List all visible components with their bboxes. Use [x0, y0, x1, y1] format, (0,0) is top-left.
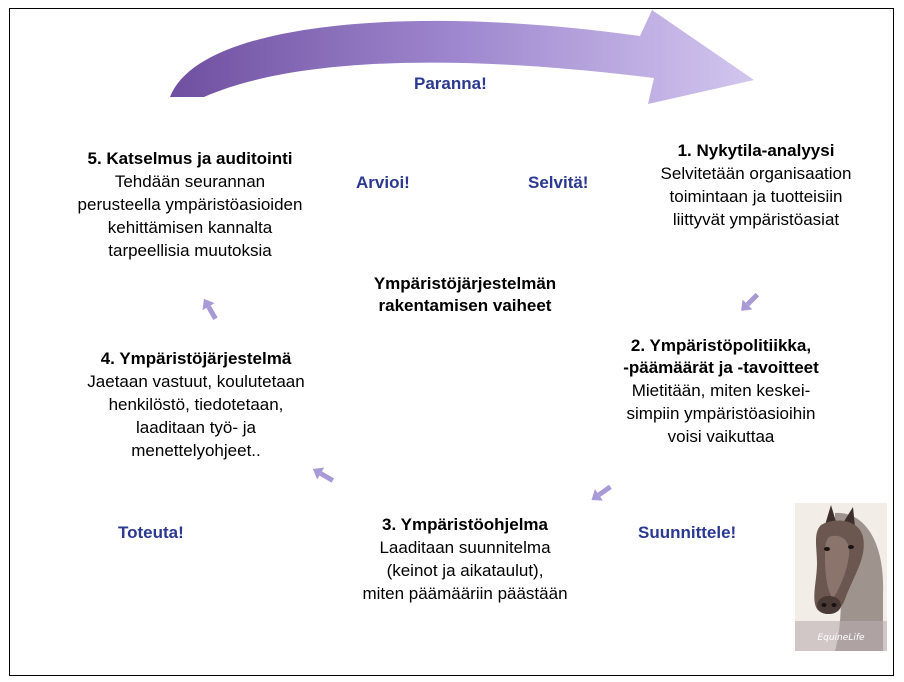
step-2-line: simpiin ympäristöasioihin: [626, 404, 816, 423]
verb-evaluate: Arvioi!: [356, 173, 410, 192]
center-title-line2: rakentamisen vaiheet: [378, 296, 552, 315]
verb-improve: Paranna!: [414, 74, 487, 93]
step-4-line: laaditaan työ- ja: [135, 418, 257, 437]
step-5-title: 5. Katselmus ja auditointi: [87, 149, 293, 168]
horse-head-icon: [795, 503, 887, 651]
step-2: 2. Ympäristöpolitiikka, -päämäärät ja -t…: [590, 335, 852, 448]
arrow-step4-to-step5: [202, 298, 218, 321]
center-title-line1: Ympäristöjärjestelmän: [373, 274, 557, 293]
step-3-line: (keinot ja aikataulut),: [386, 561, 544, 580]
step-4: 4. Ympäristöjärjestelmä Jaetaan vastuut,…: [70, 348, 322, 462]
step-1-line: Selvitetään organisaation: [660, 164, 852, 183]
step-5-line: kehittämisen kannalta: [107, 218, 273, 237]
step-5-line: tarpeellisia muutoksia: [108, 241, 272, 260]
verb-plan: Suunnittele!: [638, 523, 737, 542]
step-1-title: 1. Nykytila-analyysi: [677, 141, 835, 160]
equinelife-logo-text: EquineLife: [817, 633, 865, 643]
step-3-title: 3. Ympäristöohjelma: [382, 515, 548, 534]
verb-implement: Toteuta!: [118, 523, 184, 542]
step-2-line: voisi vaikuttaa: [667, 427, 775, 446]
step-5-line: Tehdään seurannan: [114, 172, 266, 191]
step-4-line: henkilöstö, tiedotetaan,: [108, 395, 284, 414]
arrow-step3-to-step4: [312, 467, 335, 483]
arrow-step2-to-step3: [591, 484, 612, 501]
arrow-step1-to-step2: [741, 292, 760, 311]
step-4-line: Jaetaan vastuut, koulutetaan: [87, 372, 305, 391]
verb-clarify: Selvitä!: [528, 173, 589, 192]
improve-arc-arrow: [170, 10, 754, 104]
step-2-title-line1: 2. Ympäristöpolitiikka,: [630, 336, 812, 355]
step-2-title-line2: -päämäärät ja -tavoitteet: [623, 358, 819, 377]
cycle-arrows: [202, 292, 760, 501]
diagram-frame: [9, 8, 894, 676]
step-1: 1. Nykytila-analyysi Selvitetään organis…: [625, 140, 887, 231]
step-1-line: toimintaan ja tuotteisiin: [669, 187, 843, 206]
step-5-line: perusteella ympäristöasioiden: [77, 195, 303, 214]
center-title: Ympäristöjärjestelmän rakentamisen vaihe…: [330, 273, 600, 317]
step-3: 3. Ympäristöohjelma Laaditaan suunnitelm…: [330, 514, 600, 605]
step-2-line: Mietitään, miten keskei-: [631, 381, 811, 400]
step-3-line: Laaditaan suunnitelma: [379, 538, 551, 557]
step-5: 5. Katselmus ja auditointi Tehdään seura…: [58, 148, 322, 262]
step-4-title: 4. Ympäristöjärjestelmä: [100, 349, 292, 368]
step-4-line: menettelyohjeet..: [131, 441, 261, 460]
step-1-line: liittyvät ympäristöasiat: [672, 210, 840, 229]
equinelife-logo: EquineLife: [795, 503, 887, 651]
step-3-line: miten päämääriin päästään: [362, 584, 568, 603]
